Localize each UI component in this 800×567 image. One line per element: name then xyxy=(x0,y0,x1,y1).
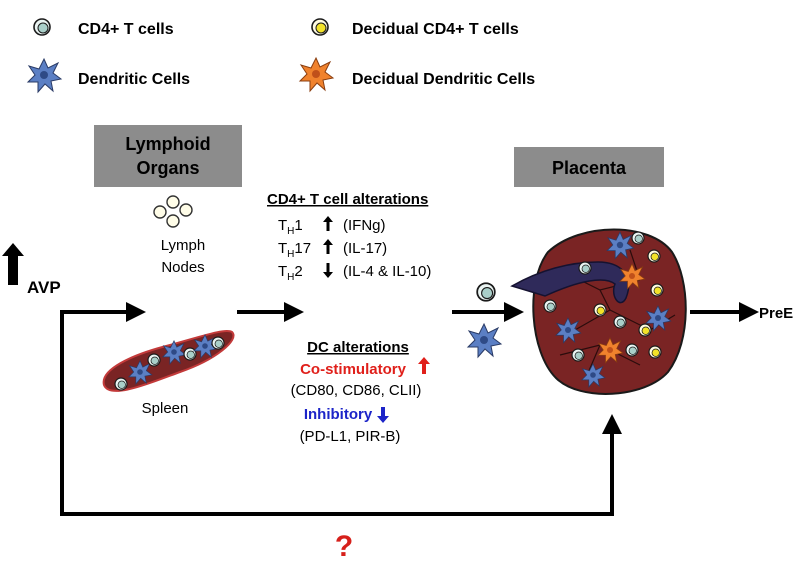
th-cytokine-label: (IFNg) xyxy=(343,217,386,234)
th-subset-label: TH1 xyxy=(278,217,303,237)
up-arrow-icon xyxy=(2,243,24,285)
th-subset-label: TH2 xyxy=(278,263,303,283)
th-subset-label: TH17 xyxy=(278,240,311,260)
dendritic-cell-icon xyxy=(467,323,502,358)
up-arrow-icon xyxy=(323,216,333,231)
up-arrow-icon xyxy=(418,357,430,374)
down-arrow-icon xyxy=(377,407,389,423)
dendritic-cell-icon xyxy=(27,58,62,93)
lymphoid-organs-line1: Lymphoid xyxy=(125,134,210,154)
up-arrow-icon xyxy=(323,239,333,254)
t-cell-icon xyxy=(33,18,51,36)
decidual-t-cell-icon xyxy=(311,18,329,36)
t-cell-icon xyxy=(476,282,496,302)
lymph-nodes-line2: Nodes xyxy=(161,259,204,276)
cd4-alterations-list: TH1 (IFNg) TH17 (IL-17) TH2 (IL-4 & IL-10) xyxy=(278,216,431,283)
lymphoid-organs-line2: Organs xyxy=(136,158,199,178)
legend-decidual-cd4-t-cells: Decidual CD4+ T cells xyxy=(352,21,519,38)
spleen-icon xyxy=(102,330,235,392)
placenta-box xyxy=(514,147,664,187)
down-arrow-icon xyxy=(323,263,333,278)
lymph-node-icon xyxy=(153,195,193,228)
pree-label: PreE xyxy=(759,305,793,322)
placenta-icon xyxy=(510,228,687,395)
inhibitory-markers: (PD-L1, PIR-B) xyxy=(300,428,401,445)
arrow-direct-path xyxy=(60,312,622,516)
legend-cd4-t-cells: CD4+ T cells xyxy=(78,21,174,38)
question-mark: ? xyxy=(335,530,353,563)
decidual-dendritic-cell-icon xyxy=(299,57,334,92)
placenta-title: Placenta xyxy=(552,158,627,178)
th-cytokine-label: (IL-4 & IL-10) xyxy=(343,263,431,280)
avp-label: AVP xyxy=(27,278,61,297)
spleen-label: Spleen xyxy=(142,400,189,417)
legend-decidual-dendritic-cells: Decidual Dendritic Cells xyxy=(352,71,535,88)
th-cytokine-label: (IL-17) xyxy=(343,240,387,257)
legend-dendritic-cells: Dendritic Cells xyxy=(78,71,190,88)
costimulatory-markers: (CD80, CD86, CLII) xyxy=(291,382,422,399)
lymphoid-organs-box xyxy=(94,125,242,187)
inhibitory-label: Inhibitory xyxy=(304,406,373,423)
dc-alterations-title: DC alterations xyxy=(307,339,409,356)
lymph-nodes-line1: Lymph xyxy=(161,237,205,254)
costimulatory-label: Co-stimulatory xyxy=(300,361,407,378)
cd4-alterations-title: CD4+ T cell alterations xyxy=(267,191,428,208)
